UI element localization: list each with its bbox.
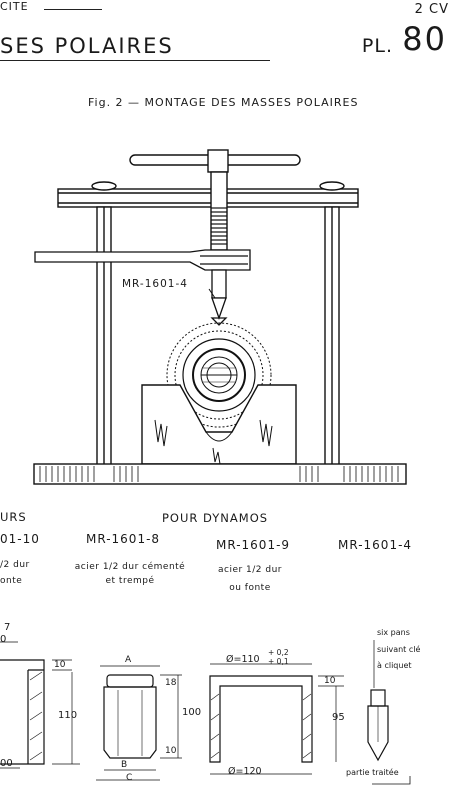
t4-note-line3: à cliquet xyxy=(377,661,412,670)
tool-mr-1601-4 xyxy=(370,689,386,707)
dim-t8-c: C xyxy=(126,773,133,783)
pole-mass-outer xyxy=(166,322,272,428)
tool-ref-1: 01-10 xyxy=(0,532,40,546)
dim-left-top-b: 0 xyxy=(0,634,7,645)
tool-ref-3: MR-1601-9 xyxy=(216,538,291,552)
press-tool-ref: MR-1601-4 xyxy=(122,278,188,290)
tool-ref-4: MR-1601-4 xyxy=(338,538,413,552)
dim-t8-height: 100 xyxy=(182,707,202,718)
tool-1-material-line1: /2 dur xyxy=(0,560,30,570)
section-left-fragment: URS xyxy=(0,510,27,524)
figure-caption: Fig. 2 — MONTAGE DES MASSES POLAIRES xyxy=(88,96,359,109)
dim-t9-tol-minus: + 0,1 xyxy=(268,657,289,666)
plate-label: PL. xyxy=(361,35,393,57)
tool-left-outline xyxy=(0,659,45,765)
plate-number: 80 xyxy=(402,20,447,58)
t4-note-line2: suivant clé xyxy=(377,645,421,654)
model-label: 2 CV xyxy=(414,2,449,17)
dim-t9-bore: Ø=110 xyxy=(226,654,260,665)
dim-t9-outer: Ø=120 xyxy=(228,766,262,777)
title-underline xyxy=(0,60,270,61)
press-top-crossbar xyxy=(57,188,359,208)
dim-left-height: 10 xyxy=(54,660,66,670)
dim-left-body: 110 xyxy=(58,710,78,721)
dim-t8-a: A xyxy=(125,655,132,665)
press-screw xyxy=(210,171,228,251)
dim-t9-wall: 10 xyxy=(324,676,336,686)
tool-3-material-line1: acier 1/2 dur xyxy=(217,565,283,575)
tool-2-material-line1: acier 1/2 dur cémenté xyxy=(74,562,186,572)
header-section-fragment: CITE xyxy=(0,0,29,13)
press-base-plate xyxy=(33,463,407,485)
dim-left-bottom: 00 xyxy=(0,758,13,769)
tool-2-material-line2: et trempé xyxy=(105,576,155,586)
tool-1-material-line2: onte xyxy=(0,576,23,586)
base-hatching xyxy=(39,466,399,482)
t4-tip-note: partie traitée xyxy=(346,768,399,777)
dim-t9-height: 95 xyxy=(332,712,345,723)
v-block xyxy=(141,384,297,465)
tool-mr-1601-9 xyxy=(209,675,313,763)
t4-note-line1: six pans xyxy=(377,628,410,637)
dim-t8-b: B xyxy=(121,760,128,770)
ratchet-lever xyxy=(34,249,251,271)
dim-t8-top: 18 xyxy=(165,678,177,688)
header-rule xyxy=(44,9,102,10)
dim-left-top-a: 7 xyxy=(4,622,11,633)
dim-t8-bottom: 10 xyxy=(165,746,177,756)
page-title: SES POLAIRES xyxy=(0,34,174,58)
tool-mr-1601-8 xyxy=(106,674,154,688)
tool-ref-2: MR-1601-8 xyxy=(86,532,161,546)
dim-t9-tol-plus: + 0,2 xyxy=(268,648,289,657)
section-dynamos: POUR DYNAMOS xyxy=(162,511,269,525)
tool-3-material-line2: ou fonte xyxy=(229,583,271,593)
